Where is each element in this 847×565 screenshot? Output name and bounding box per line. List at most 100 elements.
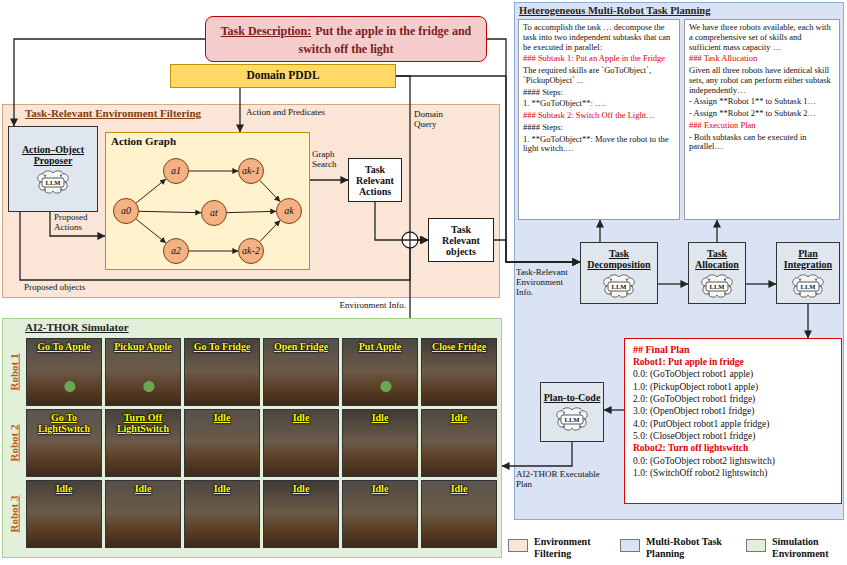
edge-label: Graph Search — [312, 150, 346, 170]
output-heading: ### Subtask 1: Put an Apple in the Fridg… — [523, 54, 675, 64]
simulator-frame: Idle — [421, 480, 497, 548]
module-title: Action–Object Proposer — [12, 144, 94, 166]
action-node: a0 — [113, 198, 139, 224]
action-caption: Idle — [187, 412, 257, 423]
edge-label: Task-Relevant Environment Info. — [516, 268, 578, 298]
edge-label: Environment Info. — [316, 301, 406, 311]
legend-swatch — [746, 539, 766, 552]
edge-label: Action and Predicates — [246, 108, 346, 118]
plan-step: 0.0: (GoToObject robot1 apple) — [633, 368, 833, 380]
action-caption: Pickup Apple — [108, 341, 178, 352]
simulator-frame: Idle — [263, 409, 339, 477]
action-caption: Idle — [266, 483, 336, 494]
module-title: Task Decomposition — [583, 248, 655, 270]
legend-item: Multi-Robot Task Planning — [620, 536, 740, 559]
box-label: Task Relevant Actions — [351, 164, 399, 197]
action-caption: Idle — [424, 483, 494, 494]
llm-icon: LLM — [697, 273, 737, 299]
action-node: ak-1 — [238, 158, 264, 184]
plan-step: 1.0: (SwitchOff robot2 lightswitch) — [633, 467, 833, 479]
output-text: - Assign **Robot 1** to Subtask 1… — [689, 97, 835, 107]
domain-box: Domain PDDL — [170, 64, 396, 88]
simulator-frame: Go To Fridge — [184, 338, 260, 406]
llm-output-box: We have three robots available, each wit… — [684, 19, 840, 220]
simulator-frame: Go To LightSwitch — [26, 409, 102, 477]
output-text: To accomplish the task … decompose the t… — [523, 23, 675, 52]
simulator-frame: Turn Off LightSwitch — [105, 409, 181, 477]
action-caption: Idle — [345, 483, 415, 494]
action-node: ak — [276, 198, 302, 224]
output-text: Given all three robots have identical sk… — [689, 66, 835, 95]
filtering-region: Task-Relevant Environment FilteringActio… — [2, 104, 500, 298]
plan-step: 1.0: (PickupObject robot1 apple) — [633, 381, 833, 393]
llm-module: Task DecompositionLLM — [580, 242, 658, 304]
text-line: Task Description:Put the apple in the fr… — [214, 21, 478, 57]
action-node: at — [201, 200, 227, 226]
process-box: Task Relevant objects — [428, 218, 494, 262]
output-text: - Both subtasks can be executed in paral… — [689, 133, 835, 153]
plan-heading: ## Final Plan — [633, 343, 833, 356]
simulator-frame: Idle — [184, 409, 260, 477]
simulator-frame: Idle — [105, 480, 181, 548]
plan-step: 5.0: (CloseObject robot1 fridge) — [633, 430, 833, 442]
action-label: ak — [277, 206, 301, 216]
robot-label: Robot 1 — [8, 354, 21, 391]
llm-icon: LLM — [599, 273, 639, 299]
action-caption: Close Fridge — [424, 341, 494, 352]
robot-label: Robot 3 — [8, 496, 21, 533]
simulator-frame: Close Fridge — [421, 338, 497, 406]
icon-label: LLM — [706, 282, 728, 291]
action-caption: Put Apple — [345, 341, 415, 352]
action-caption: Idle — [266, 412, 336, 423]
panel-title: Action Graph — [111, 135, 304, 148]
action-caption: Idle — [187, 483, 257, 494]
simulator-region: AI2-THOR SimulatorRobot 1Robot 2Robot 3G… — [2, 318, 502, 558]
output-text: #### Steps: — [523, 88, 675, 98]
module-title: Plan Integration — [779, 248, 837, 270]
plan-step: 3.0: (OpenObject robot1 fridge) — [633, 405, 833, 417]
simulator-frame: Idle — [26, 480, 102, 548]
output-heading: ### Execution Plan — [689, 121, 835, 131]
box-label: Domain PDDL — [175, 69, 391, 82]
edge-label: Proposed objects — [24, 283, 124, 293]
legend-item: Environment Filtering — [508, 536, 604, 559]
legend-text: Environment Filtering — [534, 536, 604, 559]
llm-module: Action–Object ProposerLLM — [8, 126, 98, 212]
legend-text: Simulation Environment — [772, 536, 840, 559]
plan-step: 0.0: (GoToObject robot2 lightswitch) — [633, 455, 833, 467]
icon-label: LLM — [608, 282, 630, 291]
simulator-frame: Idle — [184, 480, 260, 548]
robot-heading: Robot1: Put apple in fridge — [633, 356, 833, 368]
llm-icon: LLM — [788, 273, 828, 299]
output-text: We have three robots available, each wit… — [689, 23, 835, 52]
action-caption: Open Fridge — [266, 341, 336, 352]
simulator-frame: Idle — [342, 409, 418, 477]
module-title: Task Allocation — [691, 248, 743, 270]
action-caption: Turn Off LightSwitch — [108, 412, 178, 434]
llm-module: Plan IntegrationLLM — [776, 242, 840, 304]
legend-text: Multi-Robot Task Planning — [646, 536, 740, 559]
edge-label: AI2-THOR Executable Plan — [516, 470, 604, 490]
edge-label: Proposed Actions — [54, 213, 104, 233]
legend-swatch — [620, 539, 640, 552]
action-node: a2 — [163, 238, 189, 264]
output-heading: ### Subtask 2: Switch Off the Light… — [523, 111, 675, 121]
legend-item: Simulation Environment — [746, 536, 840, 559]
action-caption: Go To LightSwitch — [29, 412, 99, 434]
llm-module: Plan-to-CodeLLM — [540, 382, 604, 442]
simulator-frame: Go To Apple — [26, 338, 102, 406]
action-node: a1 — [163, 158, 189, 184]
action-caption: Idle — [29, 483, 99, 494]
output-heading: ### Task Allocation — [689, 54, 835, 64]
robot-label: Robot 2 — [8, 425, 21, 462]
action-caption: Go To Apple — [29, 341, 99, 352]
plan-step: 4.0: (PutObject robot1 apple fridge) — [633, 418, 833, 430]
output-text: - Assign **Robot 2** to Subtask 2… — [689, 109, 835, 119]
output-text: #### Steps: — [523, 123, 675, 133]
output-text: 1. **GoToObject**: Move the robot to the… — [523, 135, 675, 155]
sum-junction — [401, 231, 419, 249]
action-label: a1 — [164, 166, 188, 176]
final-plan-box: ## Final PlanRobot1: Put apple in fridge… — [624, 338, 842, 504]
task-heading: Task Description: — [221, 24, 312, 38]
